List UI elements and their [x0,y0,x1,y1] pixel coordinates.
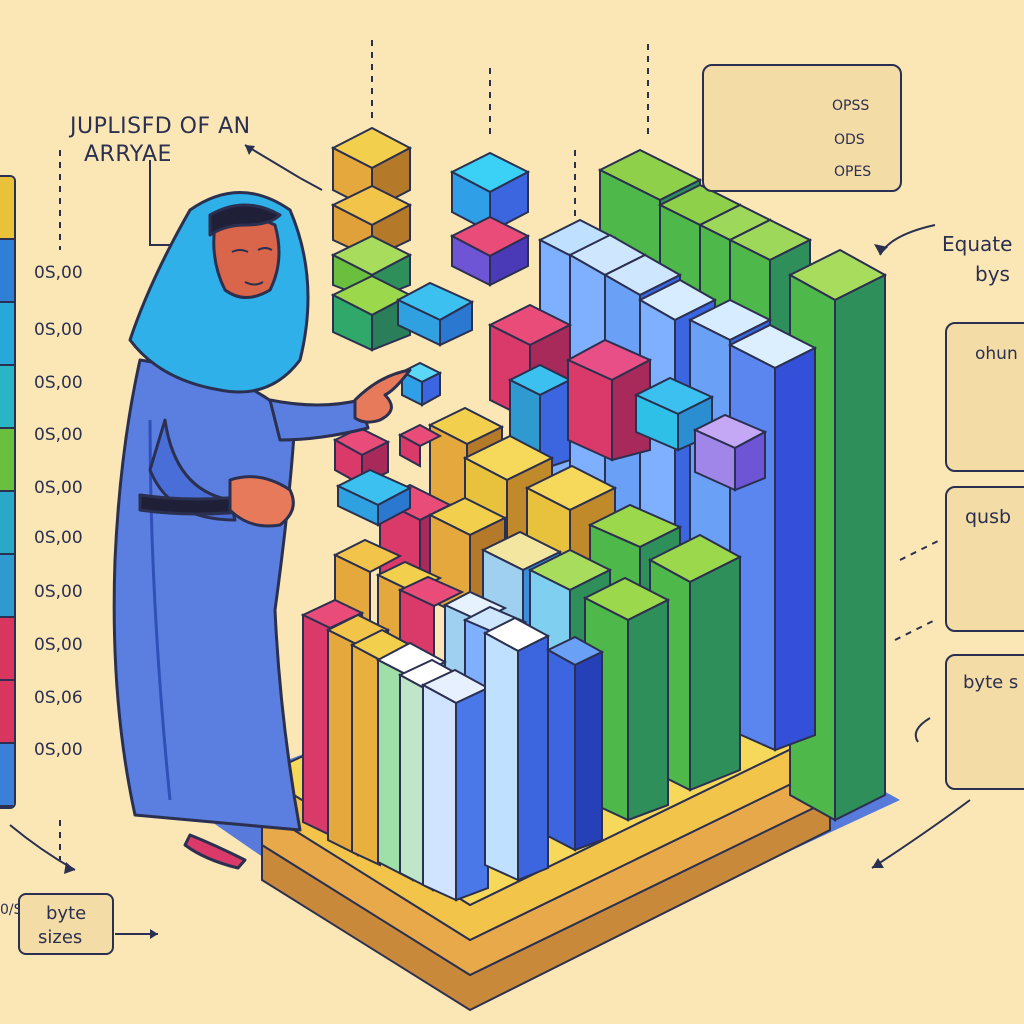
scale-tick-label: 0S,00 [34,425,83,445]
pie-label-3: OPES [834,164,872,180]
scale-tick-label: 0S,06 [34,688,83,708]
scale-tick-label: 0S,00 [34,263,83,283]
bys-label: bys [975,262,1010,286]
byte-sizes-line-1: byte [46,903,87,924]
byte-prefix: 0/S [0,902,23,918]
qusb-label: qusb [965,506,1012,528]
scale-tick-label: 0S,00 [34,478,83,498]
scale-tick-label: 0S,00 [34,528,83,548]
chunk-panel: ohun [945,322,1024,472]
scale-segment [0,177,14,240]
title-line-2: ARRYAE [84,142,172,167]
chunk-label: ohun [975,344,1018,364]
left-color-scale [0,175,16,809]
byte-panel: byte s [945,654,1024,790]
scale-tick-label: 0S,00 [34,740,83,760]
scale-tick-label: 0S,00 [34,635,83,655]
pie-label-1: OPSS [832,98,870,114]
scale-tick-label: 0S,00 [34,582,83,602]
byte-sizes-line-2: sizes [38,927,83,948]
byte-label: byte s [963,672,1019,693]
scale-segment [0,240,14,303]
scale-tick-label: 0S,00 [34,320,83,340]
scale-tick-label: 0S,00 [34,373,83,393]
scale-segment [0,555,14,618]
pie-label-2: ODS [834,132,865,148]
top-right-pie-panel: OPSS ODS OPES [702,64,902,192]
scale-segment [0,303,14,366]
scale-segment [0,618,14,681]
scale-segment [0,429,14,492]
scale-segment [0,366,14,429]
title-line-1: JUPLISFD OF AN [70,114,251,139]
equate-label: Equate [942,232,1013,256]
title-label: JUPLISFD OF AN ARRYAE [70,113,310,169]
scale-segment [0,744,14,807]
byte-sizes-box: byte sizes [18,893,114,955]
scale-segment [0,492,14,555]
qusb-panel: qusb [945,486,1024,632]
scale-segment [0,681,14,744]
